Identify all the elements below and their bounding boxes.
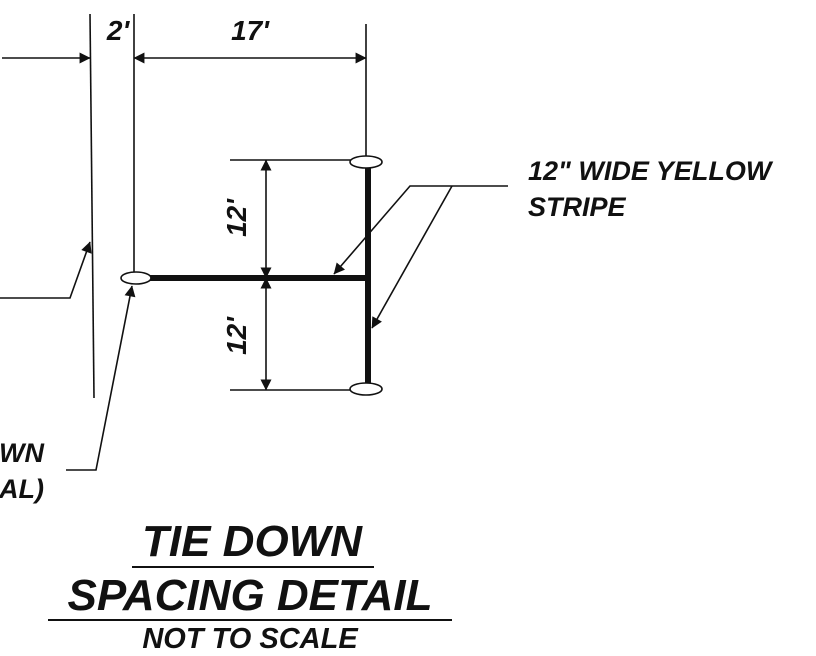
tie-down-top (349, 155, 383, 169)
edge-line-left (89, 13, 95, 399)
subtitle-not-to-scale: NOT TO SCALE (142, 623, 359, 655)
tiedown-label-line2: AL) (0, 474, 44, 504)
title-line1: TIE DOWN (142, 517, 363, 566)
dim-12ft-upper-label: 12' (221, 198, 252, 237)
tie-down-bottom (349, 382, 383, 396)
leader-edge (0, 241, 92, 299)
tie-down-left (120, 271, 152, 285)
leader-lines (0, 185, 508, 471)
tie-downs (120, 155, 383, 396)
leader-tiedown (66, 285, 136, 471)
yellow-stripe (148, 166, 371, 386)
leader-stripe-vertical (371, 185, 453, 329)
dimension-lines (2, 52, 367, 391)
leader-stripe-horizontal (333, 185, 508, 275)
dim-12ft-lower-label: 12' (221, 316, 252, 355)
title-line2: SPACING DETAIL (67, 571, 432, 620)
stripe-label-line1: 12" WIDE YELLOW (528, 156, 774, 186)
stripe-label-line2: STRIPE (528, 192, 627, 222)
tiedown-label-line1: WN (0, 438, 44, 468)
dim-17ft-label: 17' (231, 15, 270, 46)
dim-2ft-label: 2' (106, 15, 131, 46)
